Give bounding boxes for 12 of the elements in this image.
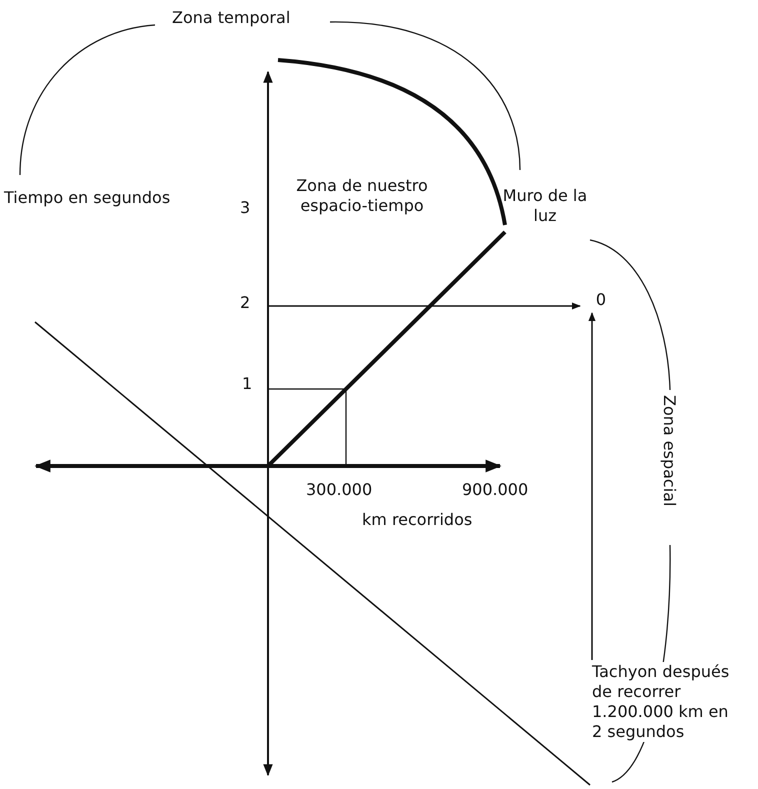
arrow <box>588 312 596 660</box>
tick-label: 1 <box>242 374 252 394</box>
tick-label: 900.000 <box>462 480 528 500</box>
axis-title: Tiempo en segundos <box>4 188 170 208</box>
axis-title: km recorridos <box>362 510 472 530</box>
tick-label: 3 <box>240 198 250 218</box>
zone-label: Zona de nuestro espacio-tiempo <box>295 176 429 216</box>
zero-label: 0 <box>588 290 606 312</box>
zone-label: Zona temporal <box>172 8 290 28</box>
wall-label: Muro de la luz <box>502 186 588 226</box>
tick-label: 300.000 <box>306 480 372 500</box>
tick-label: 2 <box>240 293 250 313</box>
